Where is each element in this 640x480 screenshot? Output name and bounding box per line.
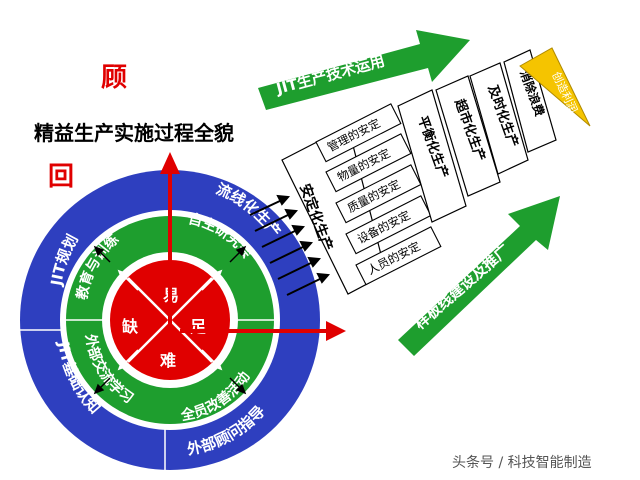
ring-connector-arrows: [93, 245, 247, 395]
watermark: 头条号 / 科技智能制造: [452, 454, 592, 471]
black-pointer-arrows: [249, 194, 331, 296]
title-char-gu: 顾: [101, 63, 127, 93]
core-label-lack: 缺: [122, 317, 139, 336]
level-leveled-production: 平衡化生产: [397, 89, 467, 223]
core-connector-arrows: [117, 269, 223, 371]
red-axis-arrows: [160, 152, 346, 341]
title-char-hui: 回: [48, 162, 74, 192]
core-label-enough: 足: [190, 317, 207, 336]
core-label-hard: 难: [159, 351, 176, 370]
main-title: 精益生产实施过程全貌: [34, 121, 234, 145]
